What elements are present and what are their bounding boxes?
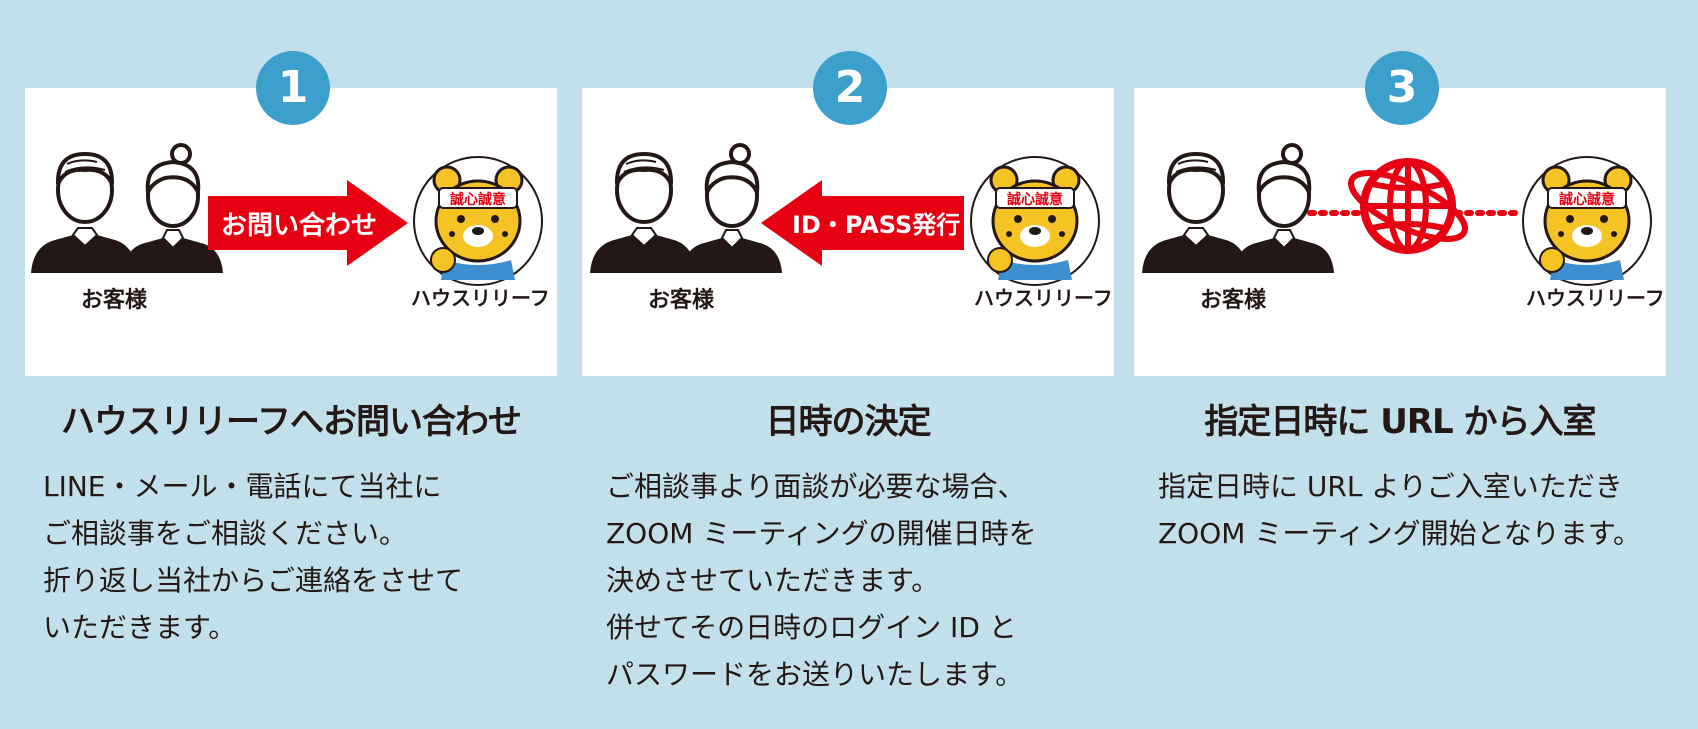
step-number-badge: 1 (256, 51, 330, 125)
step-3-illustration: お客様 ハウスリリーフ 誠心誠意 (1134, 88, 1666, 376)
description-line: 併せてその日時のログイン ID と (606, 611, 1017, 644)
step-description: ご相談事より面談が必要な場合、 ZOOM ミーティングの開催日時を 決めさせてい… (606, 463, 1116, 698)
customer-label: お客様 (81, 288, 148, 313)
step-2-illustration: お客様 ハウスリリーフ ID・PASS発行 誠心誠意 (582, 88, 1114, 376)
arrow-right-icon (208, 180, 408, 266)
description-line: ZOOM ミーティングの開催日時を (606, 517, 1037, 550)
customers-icon (590, 143, 782, 273)
step-number-badge: 3 (1365, 51, 1439, 125)
description-line: LINE・メール・電話にて当社に (43, 470, 442, 503)
mascot-headband-text: 誠心誠意 (1007, 192, 1063, 208)
step-1: 1 (25, 0, 557, 729)
step-number-badge: 2 (813, 51, 887, 125)
step-2: 2 (582, 0, 1114, 729)
customer-label: お客様 (648, 288, 715, 313)
mascot-headband-text: 誠心誠意 (1559, 192, 1615, 208)
arrow-left-icon (761, 180, 964, 266)
mascot-cheetah-icon (970, 156, 1100, 286)
description-line: ご相談事より面談が必要な場合、 (606, 470, 1026, 503)
step-title: 日時の決定 (765, 402, 932, 442)
description-line: パスワードをお送りいたします。 (606, 658, 1024, 691)
customer-label: お客様 (1200, 288, 1267, 313)
step-title: ハウスリリーフへお問い合わせ (61, 402, 522, 442)
globe-icon (1348, 158, 1468, 254)
description-line: 折り返し当社からご連絡をさせて (43, 564, 464, 597)
step-title: 指定日時に URL から入室 (1204, 402, 1596, 442)
company-label: ハウスリリーフ (1526, 286, 1665, 310)
arrow-label: ID・PASS発行 (792, 211, 961, 239)
description-line: ZOOM ミーティング開始となります。 (1158, 517, 1642, 550)
step-1-illustration: お客様 ハウスリリーフ お問い合わせ 誠心誠意 (25, 88, 557, 376)
step-description: 指定日時に URL よりご入室いただき ZOOM ミーティング開始となります。 (1158, 463, 1668, 557)
mascot-headband-text: 誠心誠意 (450, 192, 506, 208)
mascot-cheetah-icon (1522, 156, 1652, 286)
step-3: 3 (1134, 0, 1666, 729)
company-label: ハウスリリーフ (974, 286, 1113, 310)
company-label: ハウスリリーフ (411, 286, 550, 310)
description-line: 決めさせていただきます。 (606, 564, 940, 597)
customers-icon (1142, 143, 1334, 273)
description-line: いただきます。 (43, 611, 237, 644)
mascot-cheetah-icon (413, 156, 543, 286)
arrow-label: お問い合わせ (221, 211, 378, 241)
customers-icon (31, 143, 223, 273)
step-description: LINE・メール・電話にて当社に ご相談事をご相談ください。 折り返し当社からご… (43, 463, 553, 651)
description-line: 指定日時に URL よりご入室いただき (1158, 470, 1623, 503)
description-line: ご相談事をご相談ください。 (43, 517, 408, 550)
